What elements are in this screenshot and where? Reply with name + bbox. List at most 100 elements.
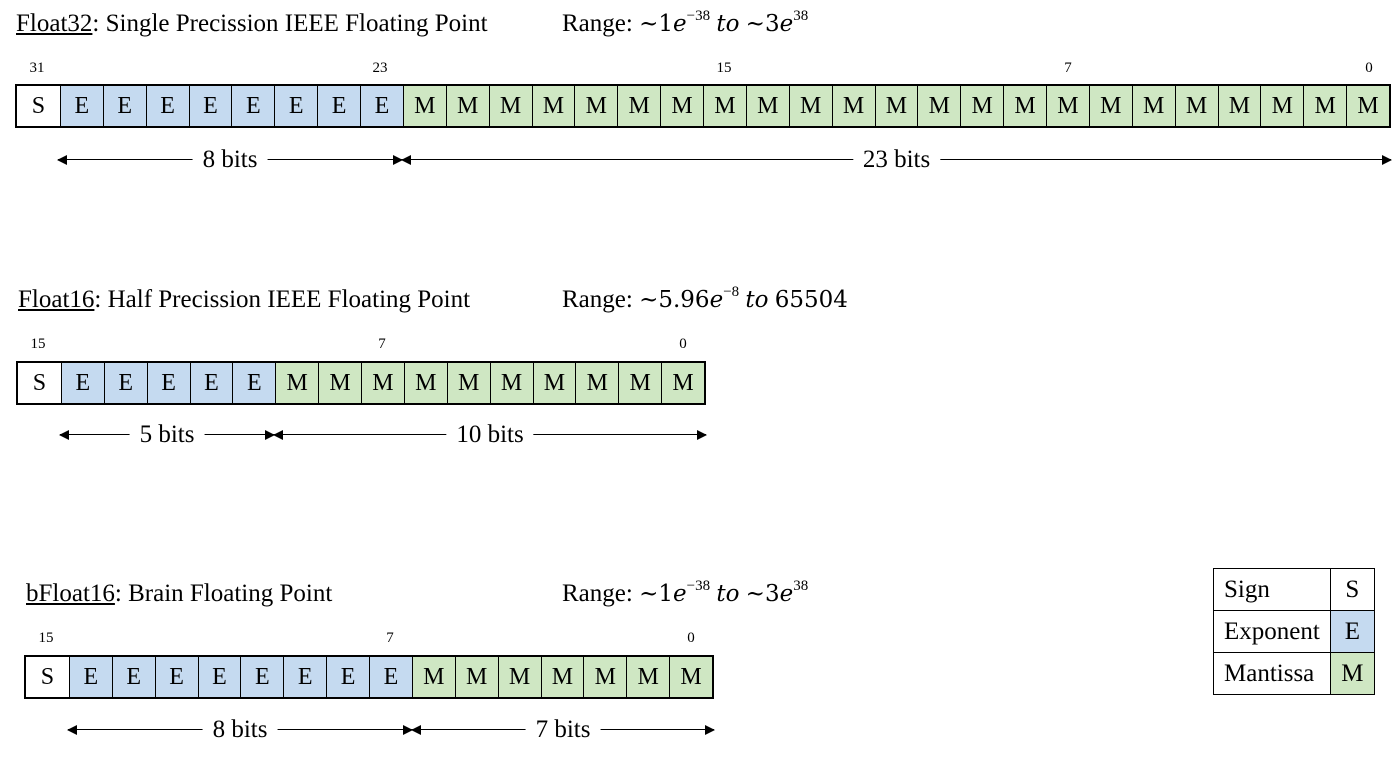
bit-index-label: 15 — [38, 630, 54, 646]
mantissa-bit-cell: M — [402, 86, 446, 126]
bit-index-label: 0 — [1365, 60, 1373, 76]
mantissa-bit-cell: M — [788, 86, 832, 126]
range-low-exponent: −8 — [723, 284, 740, 300]
exponent-bits-label: 8 bits — [192, 146, 268, 174]
legend-swatch-sign: S — [1329, 568, 1375, 611]
legend: Sign S Exponent E Mantissa M — [1213, 568, 1375, 695]
float32-title: Float32: Single Precission IEEE Floating… — [16, 10, 488, 38]
float32-mantissa-span: 23 bits — [401, 146, 1392, 174]
bit-index-label: 0 — [679, 336, 687, 352]
exponent-bits-label: 5 bits — [129, 421, 205, 449]
mantissa-bit-cell: M — [618, 363, 662, 403]
bfloat16-range: Range: ~1e−38 to ~3e38 — [562, 578, 809, 607]
bfloat16-title: bFloat16: Brain Floating Point — [26, 580, 332, 608]
mantissa-bit-cell: M — [617, 86, 661, 126]
exponent-bit-cell: E — [145, 86, 189, 126]
format-name: Float16 — [18, 286, 95, 313]
bit-index-label: 31 — [29, 60, 45, 76]
mantissa-bit-cell: M — [874, 86, 918, 126]
mantissa-bit-cell: M — [1046, 86, 1089, 126]
bit-index-label: 15 — [716, 60, 732, 76]
float32-range: Range: ~1e−38 to ~3e38 — [562, 8, 809, 37]
mantissa-bit-cell: M — [1174, 86, 1218, 126]
legend-swatch-exponent: E — [1329, 610, 1375, 653]
exponent-bit-cell: E — [68, 657, 112, 697]
mantissa-bit-cell: M — [575, 363, 619, 403]
legend-row-mantissa: Mantissa M — [1213, 652, 1375, 695]
exponent-bit-cell: E — [197, 657, 241, 697]
range-label: Range: — [562, 580, 633, 607]
range-high-exponent: 38 — [793, 8, 809, 24]
exponent-bit-cell: E — [154, 657, 198, 697]
range-high: ~3 — [745, 11, 780, 37]
exponent-bit-cell: E — [111, 657, 155, 697]
exponent-bit-cell: E — [103, 363, 147, 403]
bit-index-label: 0 — [687, 630, 695, 646]
mantissa-bit-cell: M — [1217, 86, 1261, 126]
mantissa-bit-cell: M — [669, 657, 712, 697]
exponent-bit-cell: E — [146, 363, 190, 403]
mantissa-bits-label: 10 bits — [446, 421, 534, 449]
bit-index-label: 7 — [386, 630, 394, 646]
mantissa-bit-cell: M — [318, 363, 361, 403]
mantissa-bit-cell: M — [1260, 86, 1304, 126]
bit-index-label: 7 — [1064, 60, 1072, 76]
mantissa-bit-cell: M — [1088, 86, 1132, 126]
range-label: Range: — [562, 286, 633, 313]
exponent-bit-cell: E — [274, 86, 318, 126]
sign-bit-cell: S — [26, 657, 69, 697]
legend-label: Mantissa — [1213, 652, 1331, 695]
mantissa-bit-cell: M — [831, 86, 875, 126]
exponent-bit-cell: E — [360, 86, 403, 126]
sign-bit-cell: S — [17, 86, 60, 126]
format-name: bFloat16 — [26, 580, 115, 607]
range-to: to — [745, 287, 769, 313]
float16-exponent-span: 5 bits — [59, 421, 275, 449]
mantissa-bit-cell: M — [411, 657, 455, 697]
mantissa-bit-cell: M — [626, 657, 670, 697]
range-low: ~5.96 — [639, 287, 710, 313]
mantissa-bit-cell: M — [361, 363, 404, 403]
mantissa-bit-cell: M — [960, 86, 1004, 126]
exponent-bit-cell: E — [60, 363, 104, 403]
format-description: : Single Precission IEEE Floating Point — [92, 10, 488, 37]
bit-index-label: 15 — [30, 336, 46, 352]
bit-index-label: 23 — [372, 60, 388, 76]
format-name: Float32 — [16, 10, 93, 37]
legend-swatch-mantissa: M — [1329, 652, 1375, 695]
float16-mantissa-span: 10 bits — [273, 421, 707, 449]
exponent-bit-cell: E — [231, 86, 275, 126]
mantissa-bit-cell: M — [745, 86, 789, 126]
exponent-bit-cell: E — [326, 657, 369, 697]
mantissa-bit-cell: M — [583, 657, 627, 697]
format-description: : Half Precission IEEE Floating Point — [94, 286, 471, 313]
mantissa-bit-cell: M — [446, 363, 490, 403]
range-high: ~3 — [745, 581, 780, 607]
sign-bit-cell: S — [18, 363, 61, 403]
bfloat16-exponent-span: 8 bits — [67, 716, 413, 744]
mantissa-bit-cell: M — [660, 86, 703, 126]
mantissa-bit-cell: M — [1003, 86, 1046, 126]
mantissa-bit-cell: M — [532, 363, 576, 403]
range-low: ~1 — [639, 11, 673, 37]
mantissa-bit-cell: M — [703, 86, 746, 126]
bfloat16-mantissa-span: 7 bits — [411, 716, 715, 744]
exponent-bit-cell: E — [189, 363, 233, 403]
mantissa-bit-cell: M — [489, 363, 533, 403]
mantissa-bit-cell: M — [661, 363, 704, 403]
mantissa-bit-cell: M — [488, 86, 532, 126]
mantissa-bit-cell: M — [574, 86, 618, 126]
mantissa-bits-label: 7 bits — [525, 716, 601, 744]
range-low-exponent: −38 — [686, 578, 711, 594]
float32-exponent-span: 8 bits — [57, 146, 403, 174]
mantissa-bit-cell: M — [531, 86, 575, 126]
mantissa-bit-cell: M — [275, 363, 319, 403]
exponent-bit-cell: E — [102, 86, 146, 126]
range-high: 65504 — [774, 287, 848, 313]
exponent-bit-cell: E — [317, 86, 360, 126]
float16-range: Range: ~5.96e−8 to 65504 — [562, 284, 848, 313]
exponent-bit-cell: E — [188, 86, 232, 126]
